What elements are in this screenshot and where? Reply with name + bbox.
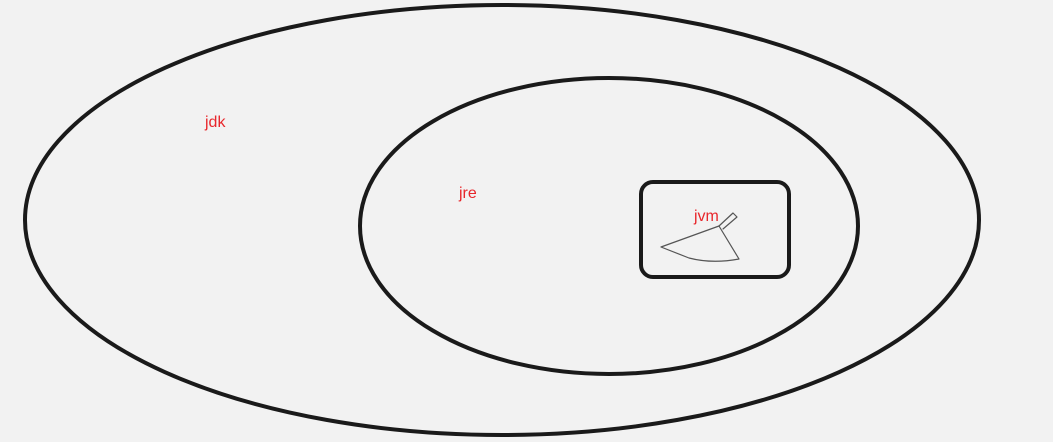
pen-sketch-icon: [660, 212, 740, 262]
jdk-label: jdk: [205, 114, 226, 131]
jvm-label: jvm: [694, 208, 719, 225]
jdk-ellipse: [23, 3, 981, 437]
jre-ellipse: [358, 76, 860, 376]
jvm-box: [639, 180, 791, 279]
jre-label: jre: [459, 185, 477, 202]
